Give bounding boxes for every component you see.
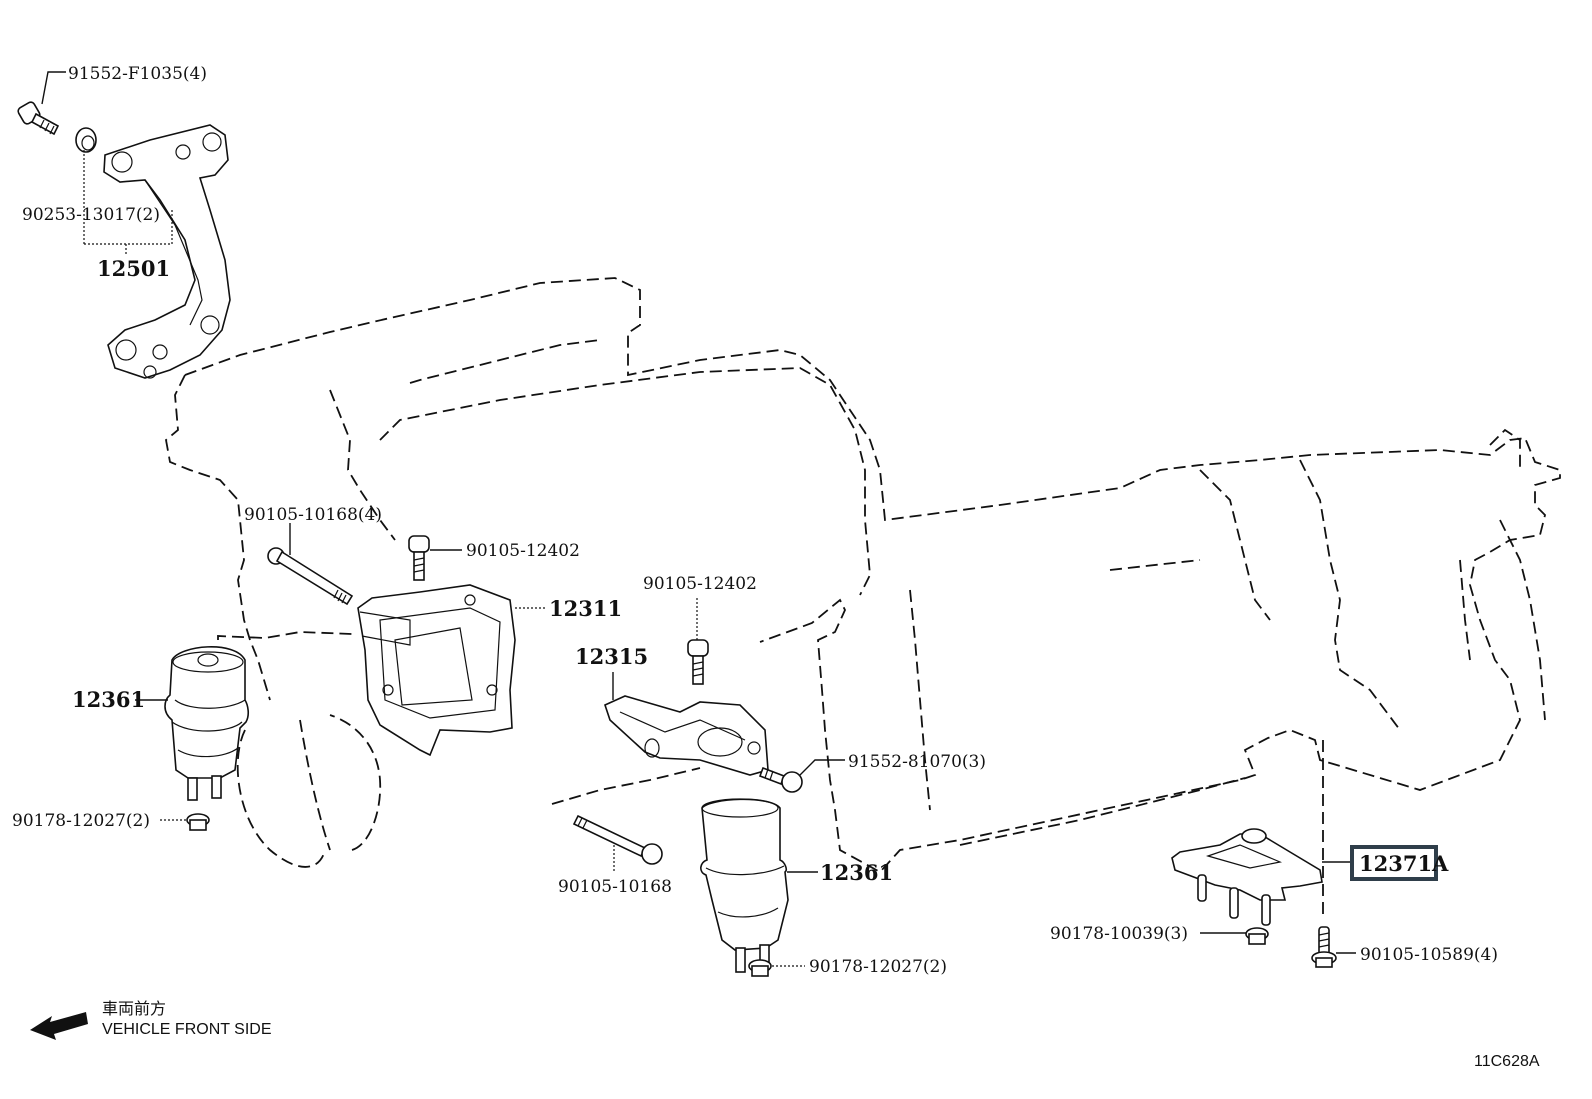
callout-90105-10168-4[interactable]: 90105-10168(4) [244,505,382,525]
engine-outline [165,277,1561,874]
bolt-90105-12402-lower[interactable] [687,639,709,685]
callout-90105-10168-lower[interactable]: 90105-10168 [558,877,672,897]
callout-91552-81070[interactable]: 91552-81070(3) [848,752,986,772]
nut-90178-10039[interactable] [1245,927,1269,945]
phantom-line [217,631,353,640]
callout-12371A[interactable]: 12371A [1359,851,1449,876]
orientation-label-jp: 車両前方 [102,1000,166,1018]
callout-12315[interactable]: 12315 [575,644,648,669]
engine-hanger-bracket-12501[interactable] [103,124,231,379]
orientation-label-en: VEHICLE FRONT SIDE [102,1021,272,1038]
engine-mount-insulator-12361-left[interactable] [164,646,250,801]
figure-code: 11C628A [1474,1053,1540,1070]
arrow-front-left-icon [30,1012,88,1040]
callout-12371A-highlight[interactable]: 12371A [1350,845,1449,881]
callout-91552-F1035[interactable]: 91552-F1035(4) [68,64,207,84]
callout-90178-12027-left[interactable]: 90178-12027(2) [12,811,150,831]
phantom-line [551,767,701,805]
rear-engine-mount-12371A[interactable] [1171,828,1323,926]
engine-mount-insulator-12361-right[interactable] [700,798,789,973]
bolt-91552-81070[interactable] [758,766,803,793]
nut-90178-12027-right[interactable] [748,959,772,977]
callout-90178-10039[interactable]: 90178-10039(3) [1050,924,1188,944]
long-bolt-90105-10168-lower[interactable] [572,814,663,865]
callout-90178-12027-right[interactable]: 90178-12027(2) [809,957,947,977]
bolt-90105-12402-upper[interactable] [408,535,430,581]
callout-12501[interactable]: 12501 [97,256,170,281]
engine-mount-bracket-12311[interactable] [357,584,516,757]
callout-12311[interactable]: 12311 [549,596,622,621]
callout-90105-10589[interactable]: 90105-10589(4) [1360,945,1498,965]
callout-12361-left[interactable]: 12361 [72,687,145,712]
callout-90105-12402-upper[interactable]: 90105-12402 [466,541,580,561]
vehicle-front-indicator: 車両前方 VEHICLE FRONT SIDE [30,1000,272,1040]
collar-90253-13017[interactable] [75,127,97,153]
engine-mount-bracket-12315[interactable] [604,695,769,776]
nut-90178-12027-left[interactable] [186,813,210,831]
bolt-91552-F1035[interactable] [17,101,60,136]
leader-lines [41,71,1356,967]
long-bolt-90105-10168-upper[interactable] [267,547,354,606]
callout-90253-13017[interactable]: 90253-13017(2) [22,205,160,225]
callout-90105-12402-lower[interactable]: 90105-12402 [643,574,757,594]
callout-12361-right[interactable]: 12361 [820,860,893,885]
bolt-90105-10589[interactable] [1311,926,1337,968]
